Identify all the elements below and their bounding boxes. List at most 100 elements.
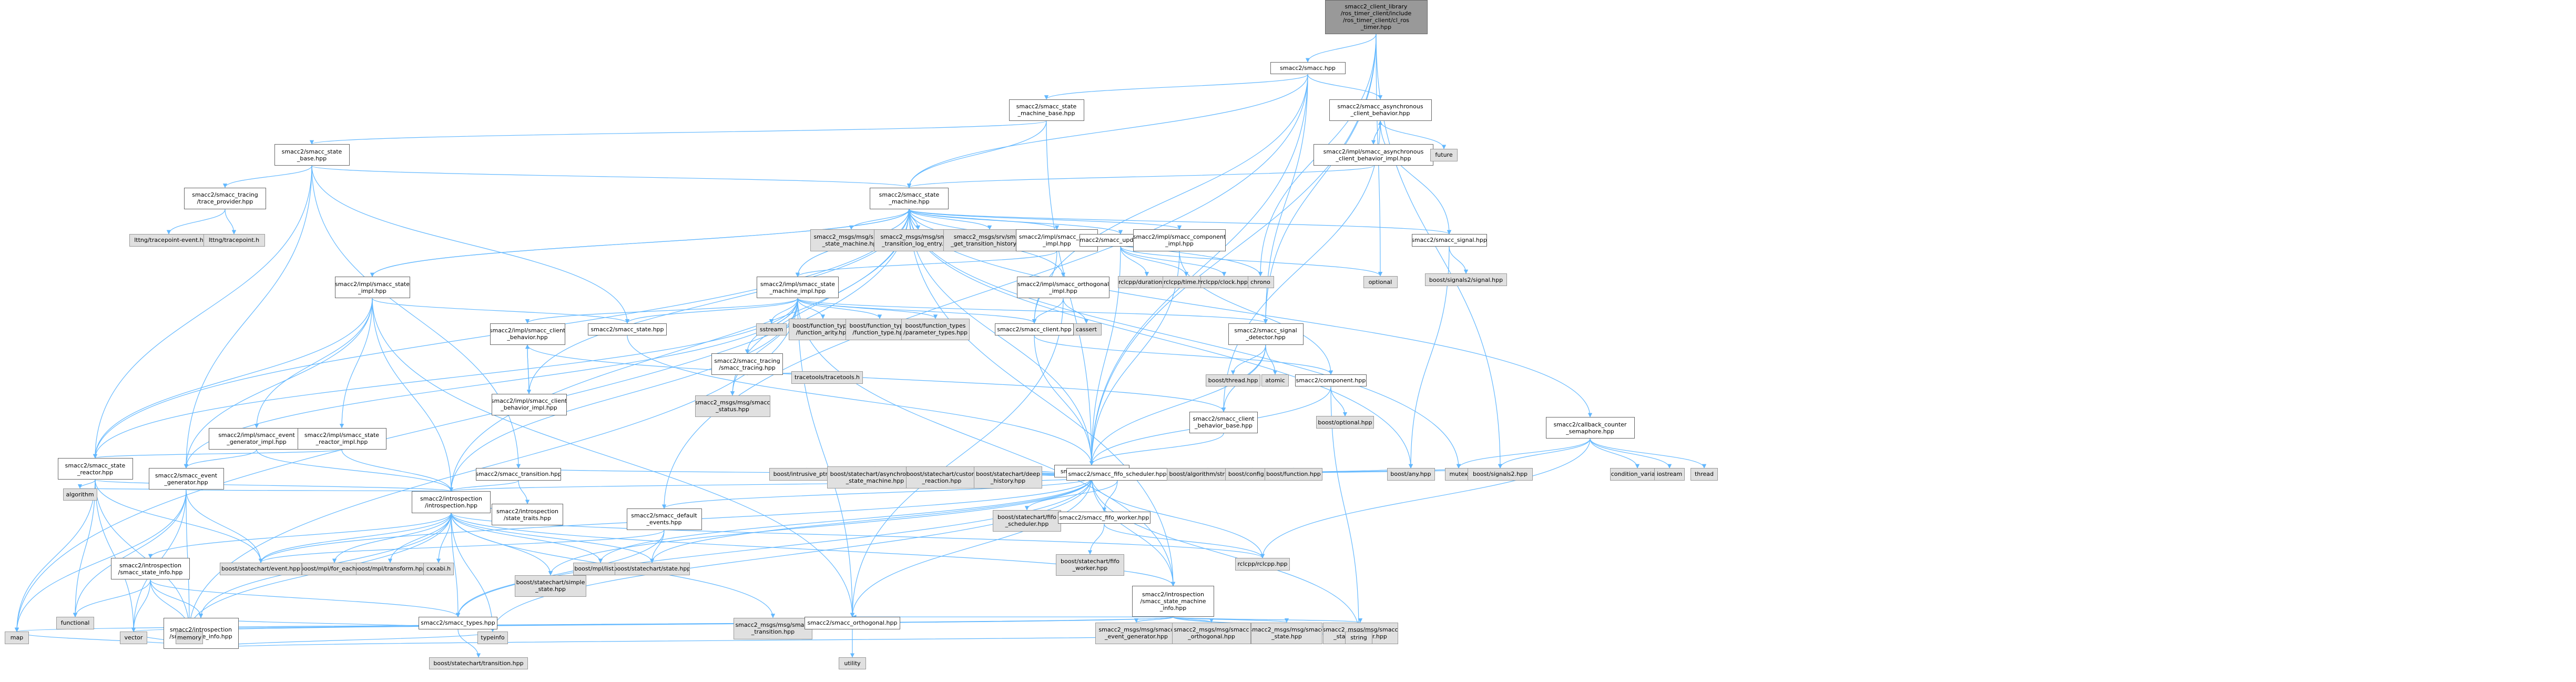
node-smacc-types[interactable]: smacc2/smacc_types.hpp (419, 617, 497, 629)
edge-state-reactor-impl-to-state-reactor (93, 449, 342, 459)
node-default-events[interactable]: smacc2/smacc_default _events.hpp (626, 508, 702, 531)
node-state-machine[interactable]: smacc2/smacc_state _machine.hpp (870, 187, 949, 209)
edge-state-reactor-to-sc-event (95, 480, 263, 563)
node-msg-status: smacc2_msgs/msg/smacc _status.hpp (695, 395, 770, 417)
node-component-hpp[interactable]: smacc2/component.hpp (1295, 374, 1367, 387)
node-tracing-provider[interactable]: smacc2/smacc_tracing /trace_provider.hpp (184, 187, 266, 209)
edge-state-impl-to-event-generator (184, 298, 373, 469)
edge-cb-impl-to-cb-hpp (525, 344, 530, 394)
edge-sm-impl-to-ft-arity (797, 298, 826, 319)
node-lttng-event: lttng/tracepoint-event.h (129, 234, 208, 247)
edge-common-hpp-to-introspection (449, 477, 1092, 492)
node-chrono: chrono (1247, 276, 1274, 289)
node-state-impl[interactable]: smacc2/impl/smacc_state _impl.hpp (334, 277, 410, 299)
node-introspection[interactable]: smacc2/introspection /introspection.hpp (412, 491, 491, 513)
node-tracing-hpp[interactable]: smacc2/smacc_tracing /smacc_tracing.hpp (711, 353, 783, 375)
node-event-gen-impl[interactable]: smacc2/impl/smacc_event _generator_impl.… (209, 427, 304, 450)
node-comp-impl[interactable]: smacc2/impl/smacc_component _impl.hpp (1133, 229, 1226, 251)
node-signal-hpp[interactable]: smacc2/smacc_signal.hpp (1411, 234, 1487, 247)
node-async-cb[interactable]: smacc2/smacc_asynchronous _client_behavi… (1329, 99, 1432, 121)
node-algorithm: algorithm (63, 488, 97, 501)
edge-event-gen-impl-to-introspection (256, 449, 454, 492)
node-state-traits[interactable]: smacc2/introspection /state_traits.hpp (491, 504, 564, 526)
edge-updatable-to-rclcpp-clock (1120, 246, 1227, 277)
node-state-reactor[interactable]: smacc2/smacc_state _reactor.hpp (57, 458, 133, 480)
node-async-cb-impl[interactable]: smacc2/impl/smacc_asynchronous _client_b… (1314, 144, 1433, 166)
edge-updatable-to-rclcpp-duration (1120, 246, 1149, 277)
edge-ortho-impl-to-orthogonal-hpp (850, 298, 1064, 618)
node-future: future (1430, 148, 1458, 161)
edge-sm-impl-to-sig-detector (797, 298, 1268, 324)
node-orthogonal-hpp[interactable]: smacc2/smacc_orthogonal.hpp (805, 617, 900, 629)
edge-callback-counter-to-mutex (1456, 439, 1591, 469)
edge-sm-base-to-state-base (310, 120, 1047, 145)
edge-comp-impl-to-component-hpp (1179, 251, 1333, 375)
edge-sig-detector-to-common-hpp (1089, 344, 1266, 466)
node-sm-info[interactable]: smacc2/introspection /smacc_state_machin… (1132, 586, 1214, 617)
node-state-info[interactable]: smacc2/introspection /smacc_state_info.h… (111, 558, 190, 580)
edge-fifo-worker-to-sc-fifo-worker (1087, 524, 1105, 555)
node-root[interactable]: smacc2_client_library /ros_timer_client/… (1325, 0, 1428, 34)
edge-callback-counter-to-cond-var (1590, 439, 1640, 469)
edge-sm-impl-to-state-reactor (93, 298, 798, 459)
edge-introspection-to-typeinfo (451, 513, 495, 633)
edge-state-info-to-type-info (150, 579, 203, 618)
edge-smacc-hpp-to-default-events (661, 74, 1308, 509)
edge-state-reactor-to-memory (95, 480, 192, 633)
node-fifo-worker[interactable]: smacc2/smacc_fifo_worker.hpp (1058, 511, 1150, 524)
node-state-reactor-impl[interactable]: smacc2/impl/smacc_state _reactor_impl.hp… (297, 427, 386, 450)
edge-introspection-to-smacc-types (451, 513, 461, 618)
node-smacc-hpp[interactable]: smacc2/smacc.hpp (1270, 62, 1346, 75)
edge-event-generator-to-map (14, 490, 187, 633)
edge-default-events-to-sc-event (258, 530, 665, 563)
node-boost-any: boost/any.hpp (1387, 468, 1435, 481)
node-boost-function: boost/function.hpp (1264, 468, 1323, 481)
node-smacc-state-hpp[interactable]: smacc2/smacc_state.hpp (588, 323, 667, 336)
node-sc-fifo-sched: boost/statechart/fifo _scheduler.hpp (993, 510, 1061, 532)
node-cb-hpp[interactable]: smacc2/impl/smacc_client _behavior.hpp (490, 323, 565, 345)
node-fifo-sched[interactable]: smacc2/smacc_fifo_scheduler.hpp (1066, 468, 1169, 481)
edge-smacc-hpp-to-async-cb (1307, 74, 1383, 100)
node-client-impl[interactable]: smacc2/impl/smacc_client _impl.hpp (1016, 229, 1098, 251)
edge-state-base-to-state-machine (311, 165, 911, 188)
node-typeinfo: typeinfo (477, 632, 508, 644)
edge-common-hpp-to-sm-info (1091, 477, 1176, 587)
node-client-hpp[interactable]: smacc2/smacc_client.hpp (995, 323, 1074, 336)
node-sm-base[interactable]: smacc2/smacc_state _machine_base.hpp (1009, 99, 1084, 121)
node-client-base[interactable]: smacc2/smacc_client _behavior_base.hpp (1189, 411, 1258, 433)
edge-fifo-sched-to-fifo-worker (1102, 480, 1118, 512)
edge-callback-counter-to-rclcpp (1260, 439, 1591, 559)
edge-state-machine-to-msg-sm (849, 209, 910, 230)
edge-state-machine-to-srv-gth (909, 209, 992, 230)
node-state-base[interactable]: smacc2/smacc_state _base.hpp (274, 144, 350, 166)
node-ortho-impl[interactable]: smacc2/impl/smacc_orthogonal _impl.hpp (1017, 277, 1109, 299)
node-mpl-transform: boost/mpl/transform.hpp (356, 563, 424, 575)
edge-sm-impl-to-msg-status (730, 298, 798, 396)
node-rclcpp-clock: rclcpp/clock.hpp (1200, 276, 1248, 289)
node-boost-signals2: boost/signals2.hpp (1468, 468, 1533, 481)
node-event-generator[interactable]: smacc2/smacc_event _generator.hpp (148, 468, 224, 490)
node-sc-transition: boost/statechart/transition.hpp (429, 657, 528, 670)
node-sig-detector[interactable]: smacc2/smacc_signal _detector.hpp (1228, 323, 1304, 345)
node-transition-hpp[interactable]: smacc2/smacc_transition.hpp (475, 468, 562, 481)
edge-tracing-provider-to-lttng-event (166, 209, 226, 235)
edge-state-machine-to-updatable (909, 209, 1123, 235)
node-callback-counter[interactable]: smacc2/callback_counter _semaphore.hpp (1545, 416, 1635, 439)
edge-state-impl-to-smacc-state-hpp (372, 298, 630, 324)
node-cb-impl[interactable]: smacc2/impl/smacc_client _behavior_impl.… (491, 393, 567, 415)
node-mpl-list: boost/mpl/list.hpp (573, 563, 628, 575)
node-sm-impl[interactable]: smacc2/impl/smacc_state _machine_impl.hp… (757, 277, 839, 299)
edge-client-hpp-to-common-hpp (1034, 335, 1094, 466)
edge-state-machine-to-comp-impl (909, 209, 1182, 230)
node-cassert: cassert (1071, 323, 1102, 336)
edge-introspection-to-mpl-transform (388, 513, 452, 563)
edge-default-events-to-sc-state (649, 530, 665, 563)
node-boost-signal: boost/signals2/signal.hpp (1425, 273, 1507, 286)
node-boost-thread: boost/thread.hpp (1206, 374, 1260, 387)
node-string: string (1345, 632, 1372, 644)
edge-fifo-sched-to-sc-fifo-sched (1024, 480, 1118, 511)
edge-sm-impl-to-ft-type (797, 298, 882, 319)
edge-async-cb-impl-to-state-machine (907, 165, 1374, 188)
edge-common-hpp-to-string (1091, 477, 1361, 633)
